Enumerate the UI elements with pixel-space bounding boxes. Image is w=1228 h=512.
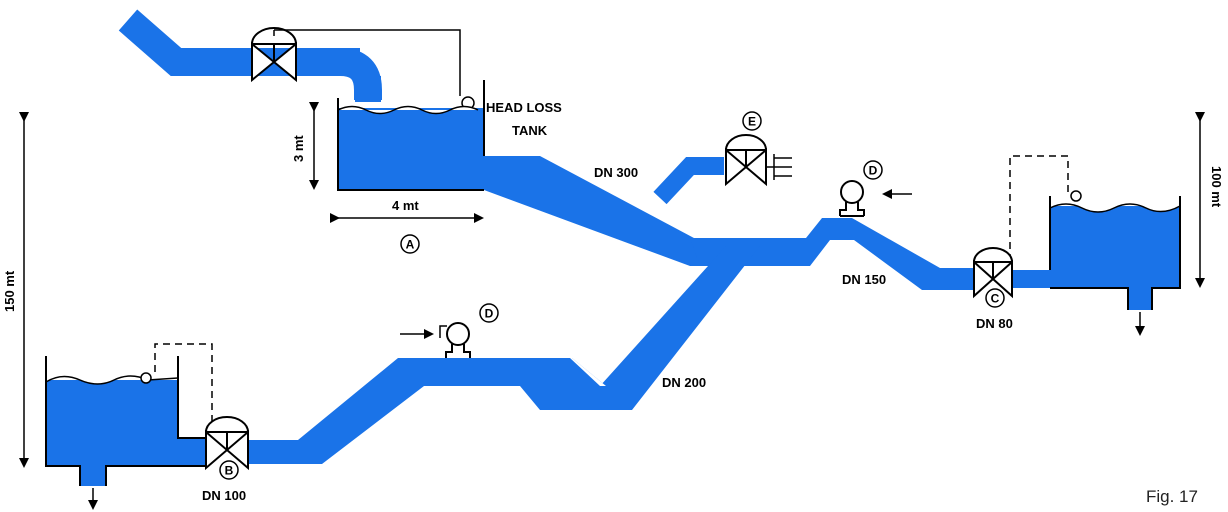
- inlet-pipe-outlet: [355, 76, 381, 102]
- svg-text:D: D: [485, 307, 494, 321]
- right-tank-float: [1070, 190, 1082, 202]
- head-loss-tank-title-line2: TANK: [512, 123, 548, 138]
- marker-c: C: [985, 288, 1005, 308]
- left-tank-float-control-line: [154, 343, 213, 426]
- pipe-dn100-label: DN 100: [202, 488, 246, 503]
- left-tank-float: [140, 372, 152, 384]
- pipe-network: [248, 156, 1052, 464]
- air-valve-d-upper: [839, 180, 865, 217]
- pipe-dn200-label: DN 200: [662, 375, 706, 390]
- marker-b: B: [219, 460, 239, 480]
- pipe-dn80-label: DN 80: [976, 316, 1013, 331]
- svg-text:D: D: [869, 164, 878, 178]
- svg-text:A: A: [406, 238, 415, 252]
- figure-caption: Fig. 17: [1146, 487, 1198, 506]
- left-tank: [45, 356, 208, 486]
- head-loss-tank-title-line1: HEAD LOSS: [486, 100, 562, 115]
- tank-width-label: 4 mt: [392, 198, 419, 213]
- marker-a: A: [400, 234, 420, 254]
- svg-text:E: E: [748, 115, 756, 129]
- svg-text:B: B: [225, 464, 234, 478]
- marker-d-lower: D: [479, 303, 499, 323]
- valve-c: [972, 247, 1014, 299]
- marker-e: E: [742, 111, 762, 131]
- svg-text:C: C: [991, 292, 1000, 306]
- tank-height-label: 3 mt: [291, 135, 306, 162]
- inlet-float-control-line: [273, 29, 461, 96]
- head-loss-tank: [337, 80, 485, 191]
- marker-d-upper: D: [863, 160, 883, 180]
- inlet-float-valve: [250, 27, 298, 83]
- pipe-dn300-label: DN 300: [594, 165, 638, 180]
- pipe-dn150-label: DN 150: [842, 272, 886, 287]
- right-elevation-label: 100 mt: [1209, 166, 1224, 208]
- right-tank-float-control-line: [1009, 155, 1069, 262]
- left-elevation-label: 150 mt: [2, 270, 17, 312]
- right-tank: [1049, 196, 1181, 310]
- inlet-pipe: [118, 9, 382, 100]
- valve-b: [204, 416, 250, 471]
- valve-e: [724, 134, 792, 187]
- air-valve-d-lower: [439, 322, 471, 358]
